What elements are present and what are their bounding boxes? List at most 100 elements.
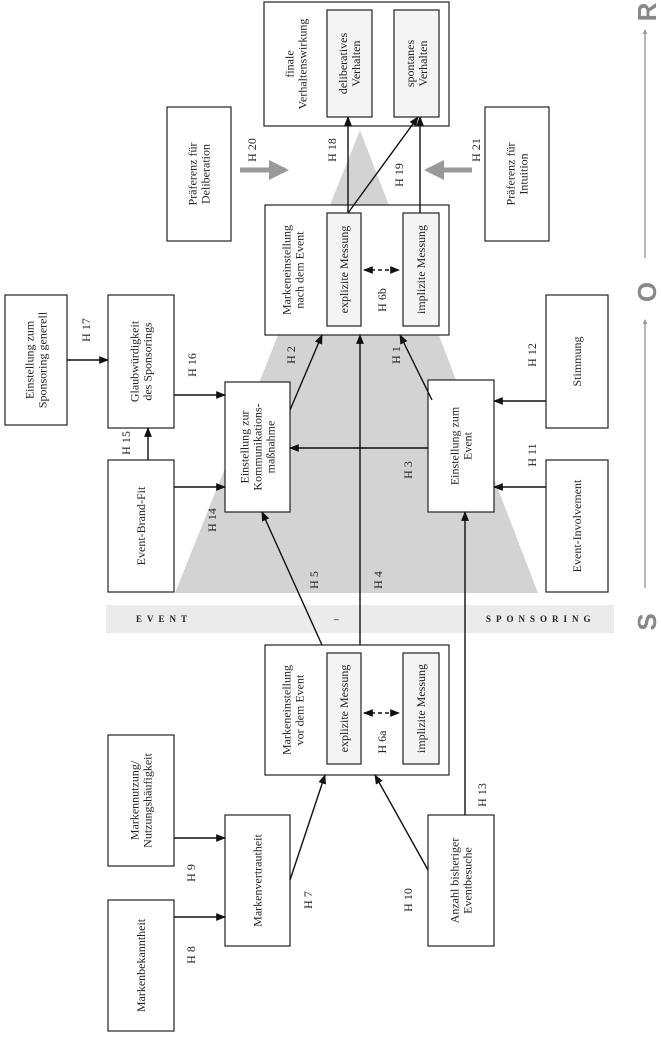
event-brand-fit-box: Event-Brand-Fit <box>107 459 175 593</box>
deliberativ-box-text-1: deliberatives <box>336 33 350 95</box>
event-involvement-box: Event-Involvement <box>545 459 609 593</box>
hypothesis-label-h14: H 14 <box>205 508 219 532</box>
sor-o-label: O <box>632 282 661 302</box>
sor-r-label: R <box>632 2 661 21</box>
finale-box-text-1: finale <box>283 50 297 77</box>
praeferenz-intuition-box-text-1: Präferenz für <box>504 143 518 206</box>
finale-box-text-2: Verhaltenswirkung <box>296 19 310 110</box>
hypothesis-label-h5: H 5 <box>307 571 321 589</box>
sor-axis: S O R <box>632 2 661 630</box>
hypothesis-label-h18: H 18 <box>325 138 339 162</box>
arrow-h10 <box>374 774 429 871</box>
einstellung-generell-box-text-2: Sponsoring generell <box>36 311 50 408</box>
hypothesis-label-h6b: H 6b <box>375 288 389 312</box>
hypothesis-label-h13: H 13 <box>475 783 489 807</box>
einstellung-event-box-frame <box>427 379 495 513</box>
arrow-h2 <box>289 334 323 411</box>
hypothesis-label-h21: H 21 <box>469 138 483 162</box>
arrow-h5 <box>261 511 323 646</box>
hypothesis-label-h15: H 15 <box>119 431 133 455</box>
deliberativ-box-frame <box>326 9 373 118</box>
stimmung-box-text-1: Stimmung <box>570 336 584 386</box>
markenbekanntheit-box-text-1: Markenbekanntheit <box>134 918 148 1012</box>
markennutzung-box-frame <box>107 734 175 867</box>
arrow-h1 <box>399 334 433 401</box>
implizit-vor-box-frame <box>402 652 440 765</box>
band-sponsoring-label: SPONSORING <box>486 614 596 624</box>
arrow-h7 <box>289 774 326 881</box>
hypothesis-label-h7: H 7 <box>301 891 315 909</box>
arrow-h19 <box>347 116 419 214</box>
implizit-nach-box-text-1: implizite Messung <box>414 225 428 314</box>
markennutzung-box: Markennutzung/Nutzungshäufigkeit <box>107 734 175 867</box>
glaubwuerdigkeit-box-text-1: Glaubwürdigkeit <box>128 320 142 402</box>
hypothesis-label-h2: H 2 <box>284 346 298 364</box>
hypothesis-label-h16: H 16 <box>185 353 199 377</box>
markenvertrautheit-box-frame <box>224 814 291 947</box>
implizit-nach-box: implizite Messung <box>402 212 440 327</box>
anzahl-eventbesuche-box-text-2: Eventbesuche <box>461 847 475 914</box>
hypothesis-label-h8: H 8 <box>184 946 198 964</box>
glaubwuerdigkeit-box-frame <box>107 294 175 429</box>
praeferenz-deliberation-box-text-1: Präferenz für <box>186 143 200 206</box>
deliberativ-box-text-2: Verhalten <box>349 41 363 87</box>
explizit-vor-box-frame <box>326 652 362 765</box>
praeferenz-deliberation-box-frame <box>166 106 232 242</box>
spontan-box-text-1: spontanes <box>403 40 417 88</box>
marke-nach-box-text-2: nach dem Event <box>293 231 307 309</box>
einstellung-generell-box-text-1: Einstellung zum <box>23 320 37 399</box>
hypothesis-label-h6a: H 6a <box>375 730 389 754</box>
implizit-vor-box-text-1: implizite Messung <box>414 664 428 753</box>
sor-s-label: S <box>632 613 661 630</box>
hypothesis-label-h4: H 4 <box>371 571 385 589</box>
glaubwuerdigkeit-box-text-2: des Sponsorings <box>141 322 155 401</box>
explizit-nach-box-frame <box>326 212 362 327</box>
einstellung-event-box-text-2: Event <box>461 431 475 460</box>
praeferenz-intuition-box-text-2: Intuition <box>517 153 531 194</box>
explizit-nach-box: explizite Messung <box>326 212 362 327</box>
kommunikation-box-text-3: maßnahme <box>264 421 278 474</box>
spontan-box-frame <box>393 9 440 118</box>
hypothesis-label-h11: H 11 <box>525 443 539 466</box>
hypothesis-label-h20: H 20 <box>245 138 259 162</box>
event-involvement-box-frame <box>545 459 609 593</box>
band-event-label: EVENT <box>136 614 192 624</box>
kommunikation-box-text-2: Kommunikations- <box>251 403 265 490</box>
hypothesis-label-h3: H 3 <box>401 461 415 479</box>
markennutzung-box-text-2: Nutzungshäufigkeit <box>141 753 155 848</box>
marke-vor-box-text-1: Markeneinstellung <box>280 665 294 755</box>
band-dash: – <box>333 614 344 624</box>
event-brand-fit-box-frame <box>107 459 175 593</box>
hypothesis-label-h1: H 1 <box>389 346 403 364</box>
explizit-vor-box-text-1: explizite Messung <box>337 665 351 753</box>
event-involvement-box-text-1: Event-Involvement <box>570 479 584 572</box>
praeferenz-deliberation-box-text-2: Deliberation <box>199 144 213 204</box>
hypothesis-label-h10: H 10 <box>401 888 415 912</box>
markennutzung-box-text-1: Markennutzung/ <box>128 760 142 840</box>
stimmung-box-frame <box>545 294 609 429</box>
event-brand-fit-box-text-1: Event-Brand-Fit <box>134 486 148 565</box>
kommunikation-box-text-1: Einstellung zur <box>238 411 252 484</box>
marke-vor-box-text-2: vor dem Event <box>293 674 307 745</box>
explizit-vor-box: explizite Messung <box>326 652 362 765</box>
hypothesis-label-h17: H 17 <box>79 318 93 342</box>
markenvertrautheit-box: Markenvertrautheit <box>224 814 291 947</box>
marke-nach-box-text-1: Markeneinstellung <box>280 225 294 315</box>
hypothesis-label-h19: H 19 <box>392 163 406 187</box>
anzahl-eventbesuche-box-text-1: Anzahl bisheriger <box>448 838 462 924</box>
praeferenz-intuition-box-frame <box>484 106 550 242</box>
markenbekanntheit-box-frame <box>107 899 175 1032</box>
einstellung-generell-box-frame <box>4 294 68 426</box>
hypothesis-label-h9: H 9 <box>184 864 198 882</box>
markenbekanntheit-box: Markenbekanntheit <box>107 899 175 1032</box>
